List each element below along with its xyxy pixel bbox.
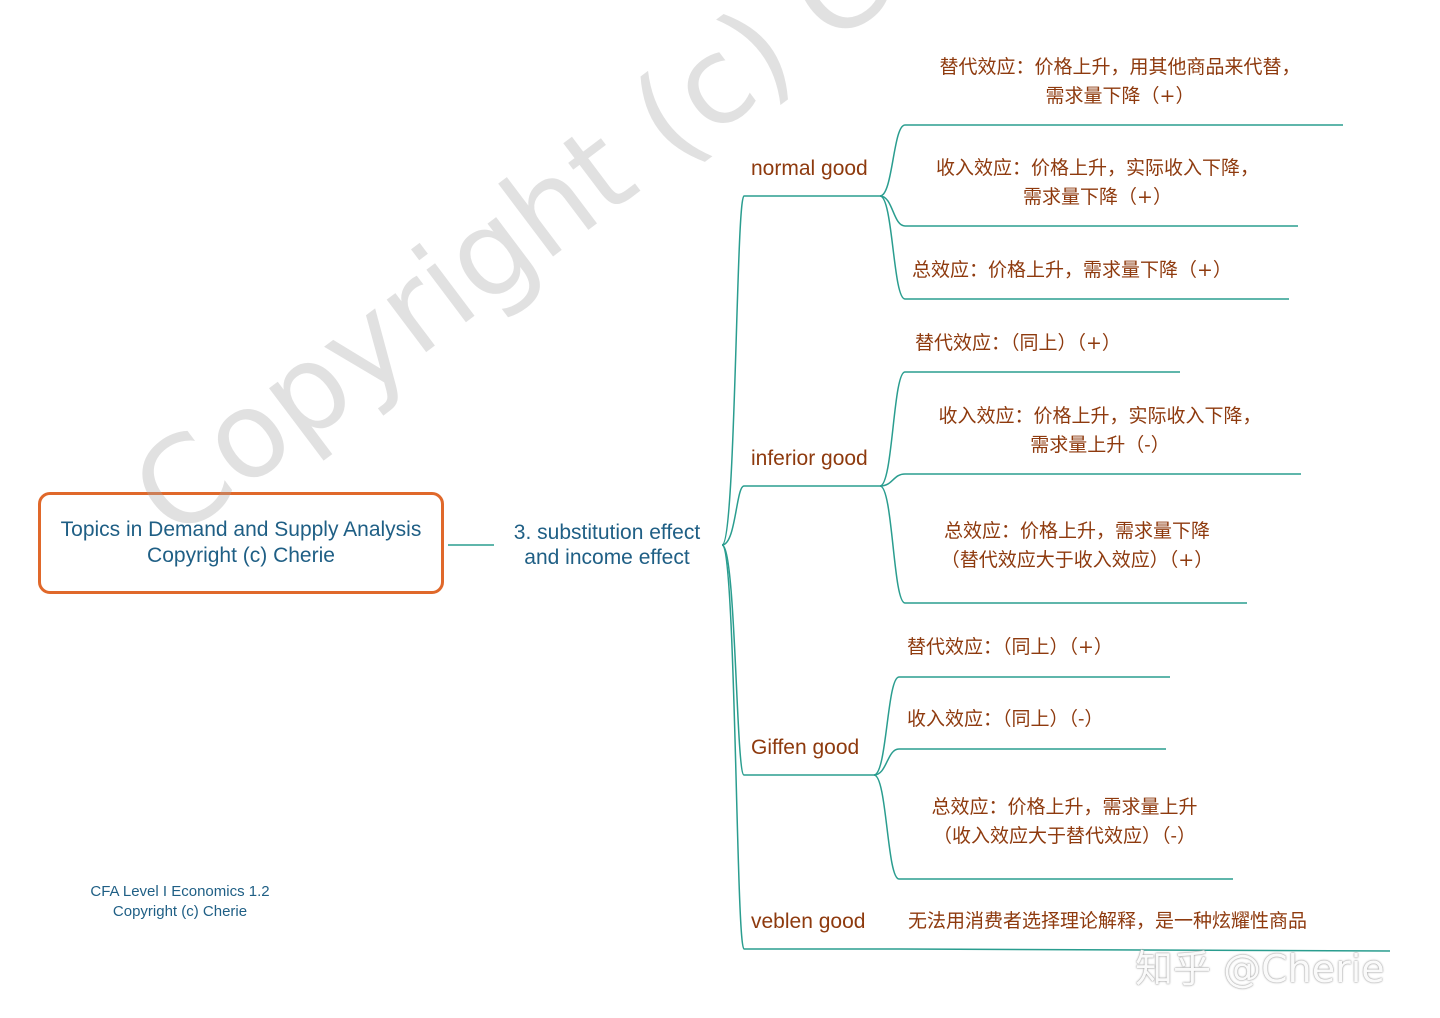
veblen-note-line	[899, 948, 1391, 952]
giffen-tot-line	[873, 774, 1233, 880]
inferior-tot-line	[879, 485, 1247, 604]
branch-giffen	[721, 544, 874, 776]
inferior-income-effect: 收入效应：价格上升，实际收入下降， 需求量上升（-）	[938, 405, 1262, 456]
branch-inferior	[721, 485, 880, 546]
giffen-total-effect: 总效应：价格上升，需求量上升 （收入效应大于替代效应）（-）	[931, 796, 1198, 847]
giffen-substitution-effect: 替代效应：（同上）（+）	[907, 636, 1113, 658]
footer-credit: CFA Level I Economics 1.2 Copyright (c) …	[60, 882, 300, 922]
root-node: Topics in Demand and Supply Analysis Cop…	[38, 492, 444, 594]
veblen-note: 无法用消费者选择理论解释，是一种炫耀性商品	[908, 910, 1308, 932]
normal-total-effect: 总效应：价格上升，需求量下降（+）	[912, 259, 1232, 281]
normal-inc-line	[879, 195, 1298, 227]
category-veblen-good: veblen good	[751, 910, 866, 933]
category-giffen-good: Giffen good	[751, 736, 860, 759]
normal-income-effect: 收入效应：价格上升，实际收入下降， 需求量下降（+）	[935, 157, 1259, 208]
normal-tot-line	[879, 195, 1289, 300]
zhihu-watermark: 知乎 @Cherie	[1135, 947, 1385, 991]
subtopic-node: 3. substitution effect and income effect	[494, 520, 720, 570]
normal-substitution-effect: 替代效应：价格上升，用其他商品来代替， 需求量下降（+）	[939, 56, 1301, 107]
inferior-inc-line	[879, 473, 1301, 487]
subtopic-line1: 3. substitution effect	[513, 521, 701, 544]
inferior-substitution-effect: 替代效应：（同上）（+）	[915, 332, 1121, 354]
giffen-inc-line	[873, 748, 1166, 776]
inferior-sub-line	[879, 371, 1180, 487]
root-title: Topics in Demand and Supply Analysis	[60, 518, 422, 541]
branch-normal	[721, 195, 880, 546]
footer-line1: CFA Level I Economics 1.2	[90, 883, 270, 900]
giffen-income-effect: 收入效应：（同上）（-）	[907, 708, 1104, 730]
category-inferior-good: inferior good	[751, 447, 868, 470]
normal-sub-line	[879, 124, 1343, 197]
inferior-total-effect: 总效应：价格上升，需求量下降 （替代效应大于收入效应）（+）	[940, 520, 1214, 571]
subtopic-line2: and income effect	[524, 546, 690, 569]
branch-veblen	[721, 544, 900, 950]
root-copyright: Copyright (c) Cherie	[147, 544, 335, 567]
footer-line2: Copyright (c) Cherie	[112, 903, 248, 920]
giffen-sub-line	[873, 676, 1170, 776]
category-normal-good: normal good	[751, 157, 868, 180]
